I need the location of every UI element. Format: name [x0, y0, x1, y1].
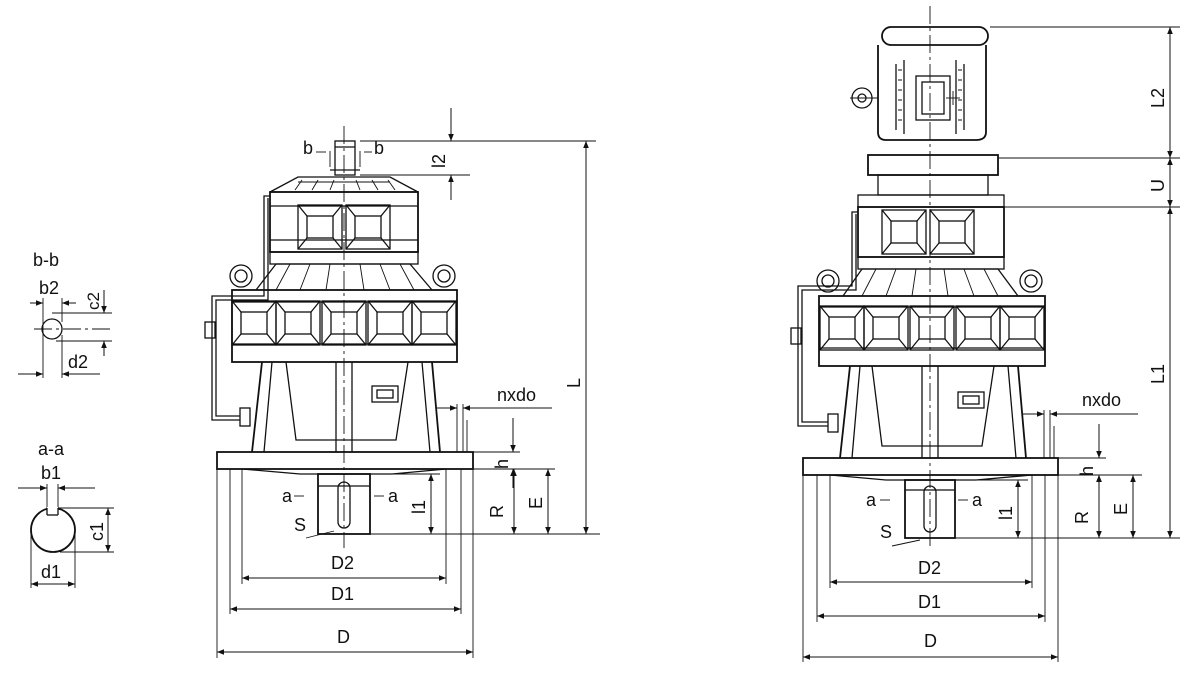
section-b-b-d2-label: d2 — [68, 352, 88, 372]
dim-h: h — [492, 459, 512, 469]
dim-E-motor: E — [1111, 503, 1131, 515]
label-nxdo-motor: nxdo — [1082, 390, 1121, 410]
oil-pipe-motor — [797, 211, 858, 427]
section-b-b-c2-label: c2 — [84, 292, 103, 310]
cut-a-right: a — [388, 486, 399, 506]
motor-adapter-flange — [867, 154, 999, 176]
lifting-lug-left — [229, 264, 253, 288]
section-a-a: a-a b1 c1 d1 — [18, 439, 114, 588]
dim-l1: l1 — [409, 500, 429, 514]
dim-D2: D2 — [331, 553, 354, 573]
lower-body — [251, 361, 441, 453]
section-a-a-c1-label: c1 — [87, 522, 107, 541]
main-housing-motor — [818, 295, 1046, 367]
lifting-lug-left-motor — [816, 269, 840, 293]
section-b-b-b2-label: b2 — [39, 278, 59, 298]
dim-D1-motor: D1 — [918, 592, 941, 612]
dim-D-motor: D — [924, 631, 937, 651]
label-S: S — [294, 515, 306, 535]
reducer-input-shaft-view: b b — [204, 108, 600, 658]
cut-b-left: b — [303, 138, 313, 158]
dim-U: U — [1148, 179, 1168, 192]
motor-cover — [881, 26, 989, 46]
section-b-b: b-b b2 c2 d2 — [18, 250, 112, 378]
oil-pipe — [211, 195, 270, 421]
input-shaft — [334, 140, 356, 176]
dim-R-motor: R — [1072, 511, 1092, 524]
cut-a-left-motor: a — [866, 490, 877, 510]
dim-L: L — [564, 378, 584, 388]
dim-l1-motor: l1 — [996, 506, 1016, 520]
dim-D: D — [337, 627, 350, 647]
dim-L2: L2 — [1148, 88, 1168, 108]
section-b-b-title: b-b — [33, 250, 59, 270]
output-keyway — [337, 481, 351, 529]
dim-E: E — [526, 497, 546, 509]
dim-D2-motor: D2 — [918, 558, 941, 578]
cut-a-right-motor: a — [972, 490, 983, 510]
nameplate — [371, 385, 399, 403]
base-flange-motor — [802, 457, 1059, 476]
label-S-motor: S — [880, 522, 892, 542]
section-a-a-d1-label: d1 — [41, 562, 61, 582]
dim-D1: D1 — [331, 584, 354, 604]
base-flange — [216, 451, 474, 470]
cut-a-left: a — [282, 486, 293, 506]
nameplate-motor — [957, 391, 985, 409]
dim-h-motor: h — [1077, 466, 1097, 476]
motor-body — [877, 45, 987, 141]
lifting-lug-right-motor — [1019, 269, 1043, 293]
reducer-motor-view: a a S L2 U L1 nxdo h — [790, 6, 1180, 662]
dim-l2: l2 — [429, 154, 449, 168]
dim-R: R — [487, 505, 507, 518]
output-shaft-motor — [904, 479, 956, 539]
label-nxdo: nxdo — [497, 385, 536, 405]
lifting-lug-right — [432, 264, 456, 288]
cut-b-right: b — [374, 138, 384, 158]
section-a-a-b1-label: b1 — [41, 463, 61, 483]
section-a-a-title: a-a — [38, 439, 65, 459]
dim-L1: L1 — [1148, 364, 1168, 384]
upper-housing-motor — [857, 206, 1005, 258]
output-shaft — [317, 473, 371, 535]
